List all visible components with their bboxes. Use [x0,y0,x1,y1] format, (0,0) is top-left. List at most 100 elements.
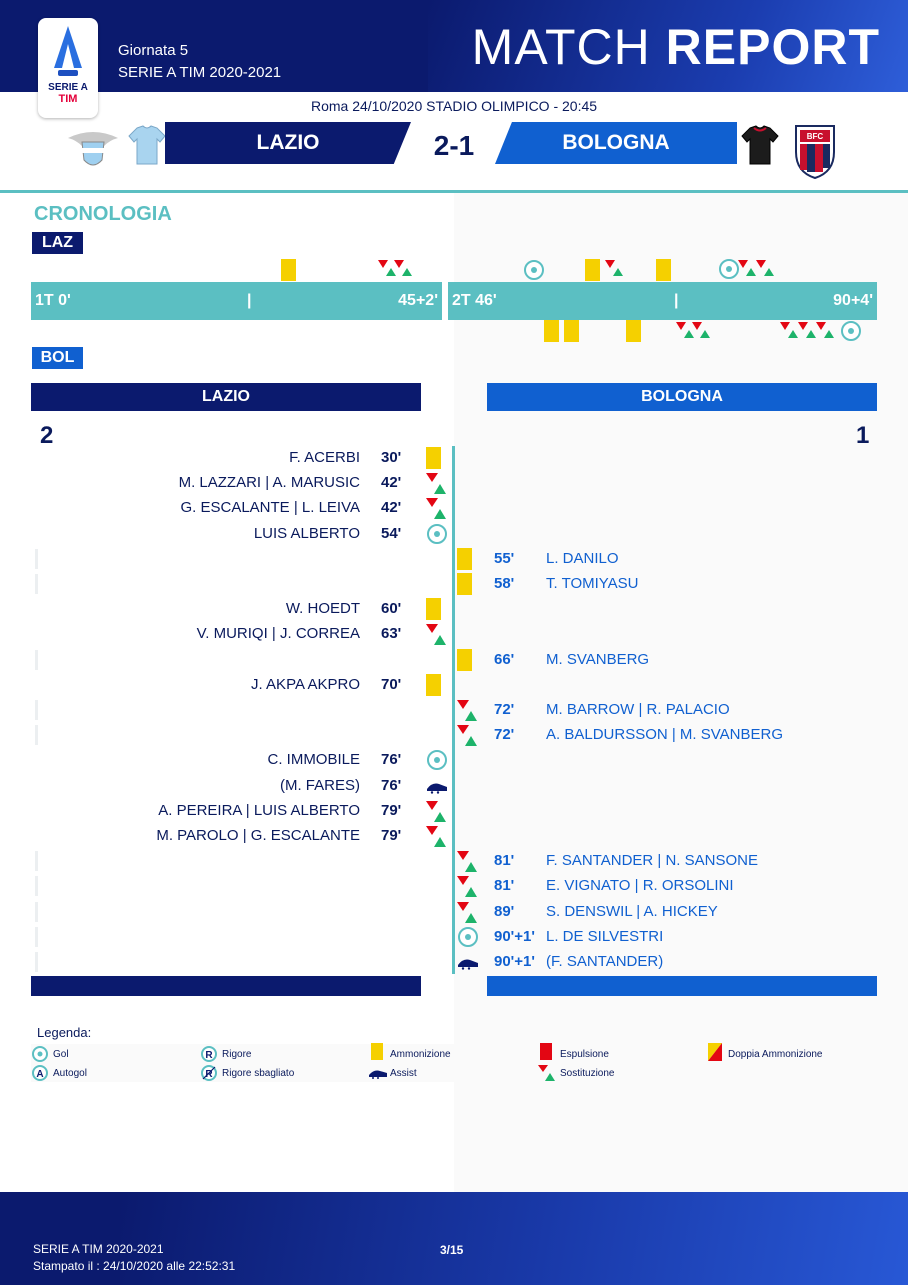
substitution-icon [426,624,446,646]
substitution-icon [457,725,477,747]
page-title: MATCH REPORT [472,18,880,76]
event-player: E. VIGNATO | R. ORSOLINI [546,877,734,895]
second-half-divider: | [674,292,679,309]
event-player: F. SANTANDER | N. SANSONE [546,852,758,870]
event-minute: 42' [381,499,402,517]
away-events-header: BOLOGNA [487,383,877,411]
timeline-goal-sub-icons [719,259,774,279]
logo-text: SERIE A [48,82,88,93]
row-stub [35,926,38,947]
event-row-away: 90'+1'L. DE SILVESTRI [0,925,908,949]
event-player: (F. SANTANDER) [546,953,664,970]
header-banner [0,0,908,92]
legend-goal: Gol [53,1049,69,1060]
section-divider [0,190,908,193]
event-minute: 72' [494,701,515,718]
first-half-divider: | [247,292,252,309]
goal-icon [427,523,447,544]
substitution-icon [426,473,446,495]
assist-icon [458,959,478,970]
first-half-end: 45+2' [398,292,438,309]
first-half-start: 1T 0' [35,292,71,309]
row-stub [35,548,38,569]
event-minute: 89' [494,902,515,920]
substitution-icon [426,498,446,520]
legend-penalty: Rigore [222,1049,252,1060]
event-row-home: A. PEREIRA | LUIS ALBERTO 79' [0,799,908,823]
event-player: S. DENSWIL | A. HICKEY [546,902,718,920]
legend-penalty-icon: R [201,1046,217,1062]
legend-assist: Assist [390,1068,417,1079]
yellow-card-icon [457,648,472,671]
home-footer-bar [31,976,421,996]
logo-subtext: TIM [58,93,78,105]
lazio-crest-icon [68,132,118,166]
svg-text:A: A [36,1069,43,1080]
event-player: A. PEREIRA | LUIS ALBERTO [158,801,360,819]
event-row-away: 58'T. TOMIYASU [0,572,908,596]
timeline-yellow-card-icon [564,320,579,342]
event-minute: 79' [381,827,402,844]
row-stub [35,851,38,872]
second-half-bar: 2T 46' | 90+4' [448,282,877,320]
svg-text:R: R [205,1050,213,1061]
legend-sub: Sostituzione [560,1068,615,1079]
timeline-yellow-card-icon [281,259,296,281]
event-player: A. BALDURSSON | M. SVANBERG [546,726,784,744]
event-minute: 66' [494,650,515,668]
event-minute: 76' [381,751,402,769]
event-minute: 30' [381,449,402,466]
svg-text:R: R [205,1069,213,1080]
event-row-away: 90'+1' (F. SANTANDER) [0,950,908,974]
legend-assist-icon [369,1070,387,1079]
title-bold: REPORT [665,19,880,75]
yellow-card-icon [426,673,441,696]
event-minute: 81' [494,877,515,895]
event-player: (M. FARES) [279,776,360,794]
row-stub [35,574,38,594]
event-player: T. TOMIYASU [546,575,639,592]
event-player: C. IMMOBILE [267,751,360,769]
event-minute: 79' [381,801,402,819]
event-player: G. ESCALANTE | L. LEIVA [180,499,360,517]
event-row-away: 55'L. DANILO [0,547,908,571]
giornata-label: Giornata 5 [118,42,189,59]
goal-icon [427,750,447,771]
event-minute: 54' [381,524,402,542]
footer-printed: Stampato il : 24/10/2020 alle 22:52:31 [33,1259,236,1273]
footer-season: SERIE A TIM 2020-2021 [33,1242,164,1256]
row-stub [35,952,38,972]
row-stub [35,725,38,746]
assist-icon [427,783,447,794]
legend-title: Legenda: [37,1025,92,1040]
substitution-icon [426,800,446,822]
event-row-away: 81' E. VIGNATO | R. ORSOLINI [0,874,908,898]
lazio-jersey-icon [128,125,166,165]
home-tag: LAZ [32,232,83,254]
legend-own-goal: Autogol [53,1068,87,1079]
substitution-icon [457,901,477,923]
event-row-away: 72'A. BALDURSSON | M. SVANBERG [0,723,908,747]
row-stub [35,649,38,670]
event-minute: 55' [494,549,515,567]
event-player: M. BARROW | R. PALACIO [546,701,730,718]
chronology-title: CRONOLOGIA [34,203,172,225]
row-stub [35,901,38,922]
season-label: SERIE A TIM 2020-2021 [118,64,282,81]
substitution-icon [457,851,477,873]
page-number: 3/15 [440,1243,464,1257]
legend-box [31,1044,877,1082]
event-row-home: G. ESCALANTE | L. LEIVA 42' [0,496,908,520]
event-row-away: 81'F. SANTANDER | N. SANSONE [0,849,908,873]
timeline-sub-goal-icons [780,321,861,341]
event-minute: 76' [381,776,402,794]
substitution-icon [457,700,477,721]
event-player: V. MURIQI | J. CORREA [196,625,360,643]
yellow-card-icon [426,598,441,621]
event-minute: 90'+1' [494,953,535,970]
